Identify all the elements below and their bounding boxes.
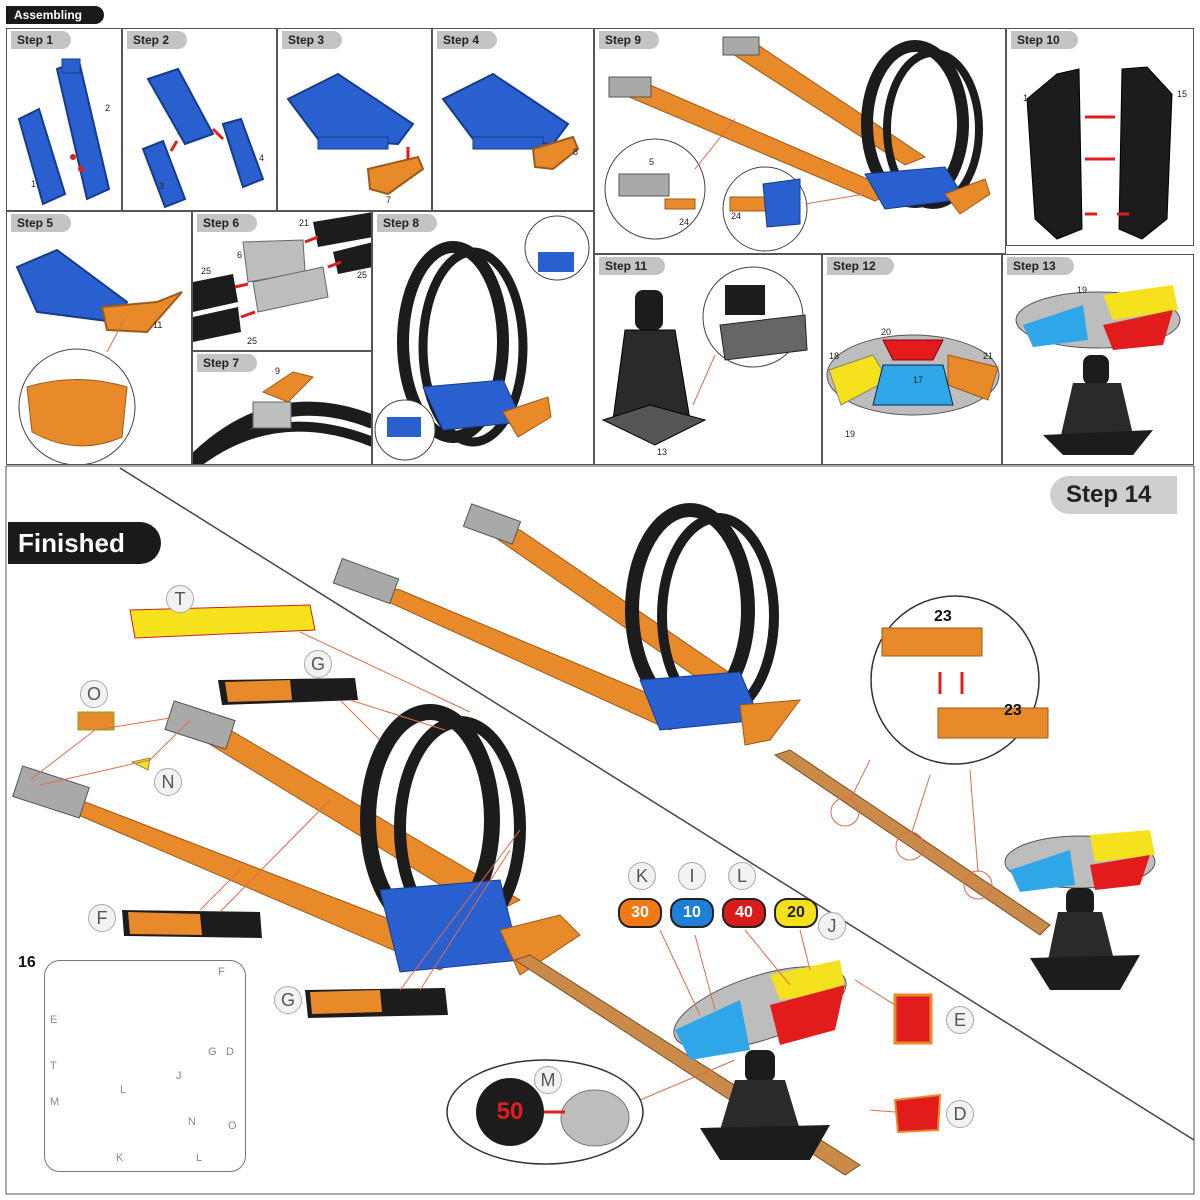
sticker-sheet bbox=[44, 960, 246, 1172]
sheet-letter: T bbox=[50, 1060, 57, 1072]
center-score-badge: 50 bbox=[484, 1096, 536, 1128]
sheet-letter: F bbox=[218, 966, 225, 978]
sticker-letter-g: G bbox=[304, 650, 332, 678]
sheet-letter: L bbox=[120, 1084, 126, 1096]
sticker-letter-e: E bbox=[946, 1006, 974, 1034]
score-badge-10: 10 bbox=[670, 898, 714, 928]
sheet-letter: O bbox=[228, 1120, 237, 1132]
sticker-letter-k: K bbox=[628, 862, 656, 890]
sheet-letter: N bbox=[188, 1116, 196, 1128]
sticker-letter-o: O bbox=[80, 680, 108, 708]
sheet-letter: E bbox=[50, 1014, 57, 1026]
sheet-letter: D bbox=[226, 1046, 234, 1058]
sticker-letter-d: D bbox=[946, 1100, 974, 1128]
sheet-letter: L bbox=[196, 1152, 202, 1164]
sticker-sheet-number: 16 bbox=[18, 954, 36, 972]
score-badge-40: 40 bbox=[722, 898, 766, 928]
sticker-letter-f: F bbox=[88, 904, 116, 932]
sticker-letter-n: N bbox=[154, 768, 182, 796]
sticker-letter-l: L bbox=[728, 862, 756, 890]
sticker-letter-t: T bbox=[166, 585, 194, 613]
sheet-letter: G bbox=[208, 1046, 217, 1058]
sheet-letter: J bbox=[176, 1070, 182, 1082]
sticker-letter-g-2: G bbox=[274, 986, 302, 1014]
score-badge-20: 20 bbox=[774, 898, 818, 928]
sheet-letter: M bbox=[50, 1096, 59, 1108]
sticker-letter-m: M bbox=[534, 1066, 562, 1094]
sticker-letter-i: I bbox=[678, 862, 706, 890]
sticker-letter-j: J bbox=[818, 912, 846, 940]
score-badge-30: 30 bbox=[618, 898, 662, 928]
sheet-letter: K bbox=[116, 1152, 123, 1164]
